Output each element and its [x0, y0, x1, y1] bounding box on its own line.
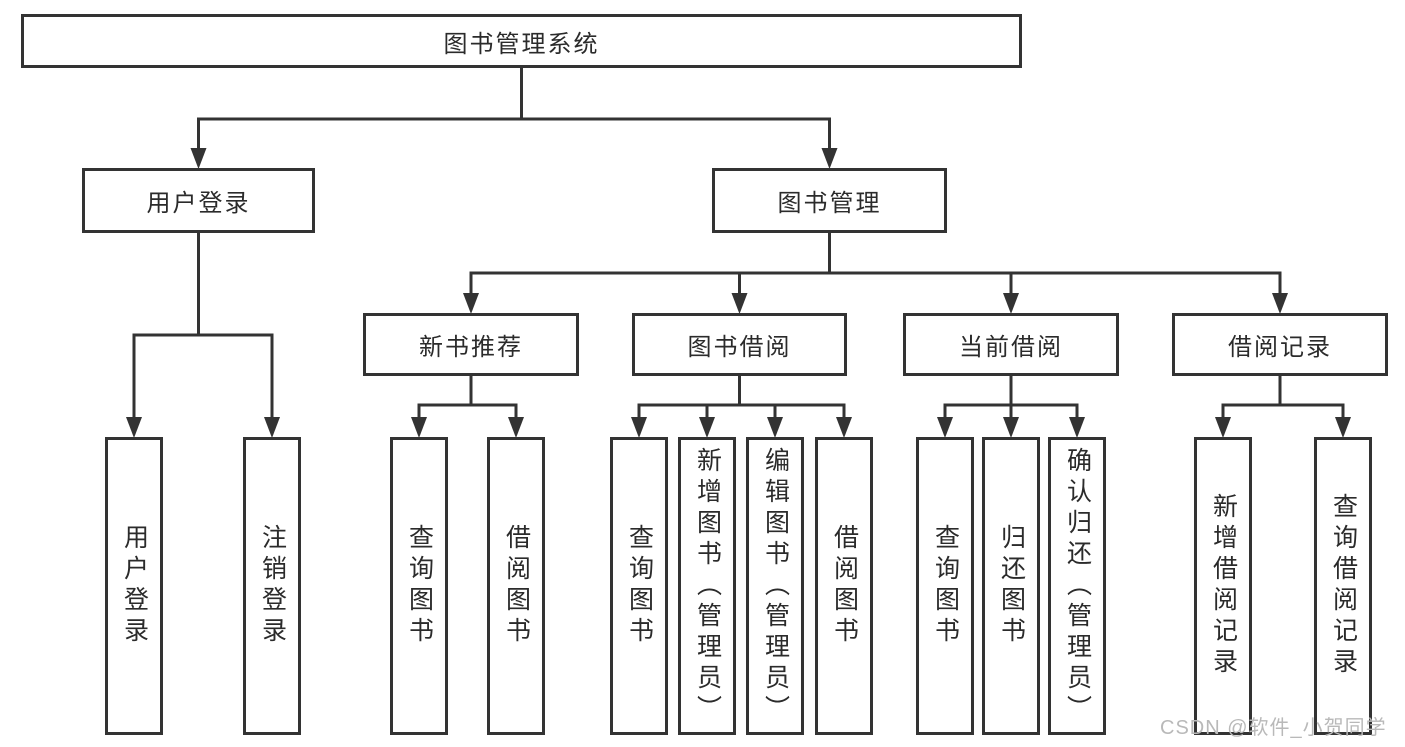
arrowhead: [631, 417, 647, 438]
node-label-v-logout: 注销登录: [258, 524, 287, 648]
node-label-v-return-book: 归还图书: [997, 524, 1026, 648]
node-v-edit-book: 编辑图书（管理员）: [746, 437, 804, 735]
arrowhead: [126, 417, 142, 438]
node-v-query-book-3: 查询图书: [916, 437, 974, 735]
node-label-v-borrow-book-1: 借阅图书: [502, 524, 531, 648]
arrowhead: [767, 417, 783, 438]
arrowhead: [731, 293, 748, 314]
node-label-v-borrow-book-2: 借阅图书: [830, 524, 859, 648]
csdn-watermark: CSDN @软件_小贺同学: [1160, 717, 1387, 739]
arrowhead: [1272, 293, 1288, 314]
arrowhead: [699, 417, 715, 438]
arrowhead: [463, 293, 479, 314]
node-label-book-management: 图书管理: [777, 190, 882, 217]
node-label-v-add-borrow-record: 新增借阅记录: [1209, 493, 1238, 679]
arrowhead: [937, 417, 953, 438]
node-label-v-query-book-3: 查询图书: [931, 524, 960, 648]
node-book-management: 图书管理: [712, 168, 947, 233]
arrowhead: [1069, 417, 1085, 438]
arrowhead: [264, 417, 280, 438]
node-label-v-add-book: 新增图书（管理员）: [693, 446, 722, 726]
node-v-add-borrow-record: 新增借阅记录: [1194, 437, 1252, 735]
node-label-new-book-recommend: 新书推荐: [419, 334, 523, 361]
node-v-borrow-book-2: 借阅图书: [815, 437, 873, 735]
node-current-borrow: 当前借阅: [903, 313, 1119, 376]
node-v-user-login: 用户登录: [105, 437, 163, 735]
node-label-v-query-book-2: 查询图书: [625, 524, 654, 648]
node-user-login: 用户登录: [82, 168, 315, 233]
arrowhead: [190, 148, 207, 169]
arrowhead: [1003, 293, 1019, 314]
node-label-v-edit-book: 编辑图书（管理员）: [761, 446, 790, 726]
node-label-current-borrow: 当前借阅: [959, 334, 1063, 361]
arrowhead: [1335, 417, 1351, 438]
node-label-user-login: 用户登录: [146, 190, 251, 217]
node-v-query-book-1: 查询图书: [390, 437, 448, 735]
arrowhead: [1215, 417, 1231, 438]
node-v-add-book: 新增图书（管理员）: [678, 437, 736, 735]
node-label-root: 图书管理系统: [443, 30, 600, 58]
arrowhead: [411, 417, 427, 438]
node-label-v-user-login: 用户登录: [120, 524, 149, 648]
node-label-borrow-records: 借阅记录: [1228, 334, 1332, 361]
node-root: 图书管理系统: [21, 14, 1022, 68]
node-v-query-borrow-record: 查询借阅记录: [1314, 437, 1372, 735]
node-label-v-confirm-return: 确认归还（管理员）: [1063, 446, 1092, 726]
arrowhead: [1003, 417, 1019, 438]
node-label-book-borrow: 图书借阅: [687, 334, 792, 361]
node-v-query-book-2: 查询图书: [610, 437, 668, 735]
node-book-borrow: 图书借阅: [632, 313, 847, 376]
node-label-v-query-book-1: 查询图书: [405, 524, 434, 648]
arrowhead: [821, 148, 838, 169]
node-v-logout: 注销登录: [243, 437, 301, 735]
node-v-return-book: 归还图书: [982, 437, 1040, 735]
node-label-v-query-borrow-record: 查询借阅记录: [1329, 493, 1358, 679]
node-v-borrow-book-1: 借阅图书: [487, 437, 545, 735]
node-borrow-records: 借阅记录: [1172, 313, 1388, 376]
node-v-confirm-return: 确认归还（管理员）: [1048, 437, 1106, 735]
arrowhead: [508, 417, 524, 438]
arrowhead: [836, 417, 852, 438]
node-new-book-recommend: 新书推荐: [363, 313, 579, 376]
